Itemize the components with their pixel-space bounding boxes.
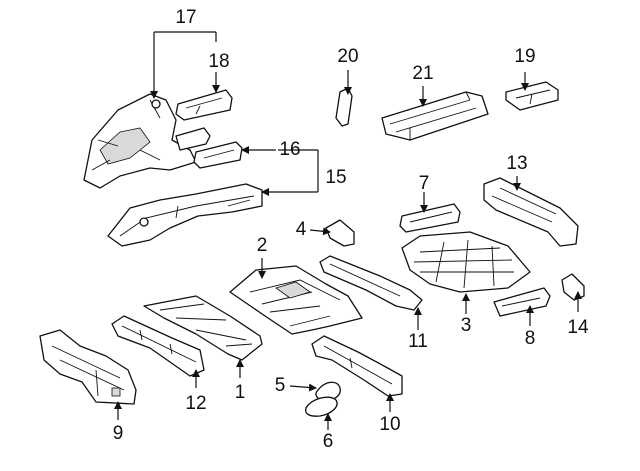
part-16-bracket xyxy=(193,141,243,169)
callout-6: 6 xyxy=(323,431,334,452)
callout-19: 19 xyxy=(514,46,535,67)
callout-5: 5 xyxy=(275,375,286,396)
part-19-bracket xyxy=(505,81,559,111)
callout-1: 1 xyxy=(235,382,246,403)
callout-2: 2 xyxy=(257,235,268,256)
part-5-plug xyxy=(315,381,341,402)
part-8-bracket xyxy=(493,287,551,317)
part-6-plug xyxy=(304,396,338,417)
part-4-bracket xyxy=(325,219,355,247)
part-20-bracket xyxy=(335,87,353,127)
callout-7: 7 xyxy=(419,173,430,194)
callout-13: 13 xyxy=(506,153,527,174)
part-3-spare-tire-floor xyxy=(401,231,531,293)
callout-20: 20 xyxy=(337,46,358,67)
part-7-crossmember xyxy=(399,203,461,233)
callout-16: 16 xyxy=(279,139,300,160)
part-15-side-member xyxy=(107,183,263,247)
callout-8: 8 xyxy=(525,328,536,349)
callout-17: 17 xyxy=(175,7,196,28)
leader-lines xyxy=(114,31,582,430)
part-14-bracket xyxy=(561,273,585,301)
part-21-crossmember xyxy=(381,91,489,141)
callout-12: 12 xyxy=(185,393,206,414)
part-18-bracket xyxy=(175,89,233,121)
callout-9: 9 xyxy=(113,423,124,444)
callout-21: 21 xyxy=(412,63,433,84)
callout-18: 18 xyxy=(208,51,229,72)
callout-3: 3 xyxy=(461,315,472,336)
callout-10: 10 xyxy=(379,414,400,435)
part-11-crossmember xyxy=(319,255,423,311)
callout-11: 11 xyxy=(408,331,428,352)
part-13-floor-side-member xyxy=(483,177,579,247)
part-1-rear-floor-pan xyxy=(143,295,263,361)
callout-15: 15 xyxy=(325,167,346,188)
part-10-bracket xyxy=(311,335,403,397)
part-17-reinforcement xyxy=(175,127,211,151)
callout-4: 4 xyxy=(296,219,307,240)
part-9-rear-panel xyxy=(39,329,137,405)
callout-14: 14 xyxy=(567,317,589,338)
part-2-floor-pan xyxy=(229,265,363,335)
part-12-side-rail xyxy=(111,315,205,377)
